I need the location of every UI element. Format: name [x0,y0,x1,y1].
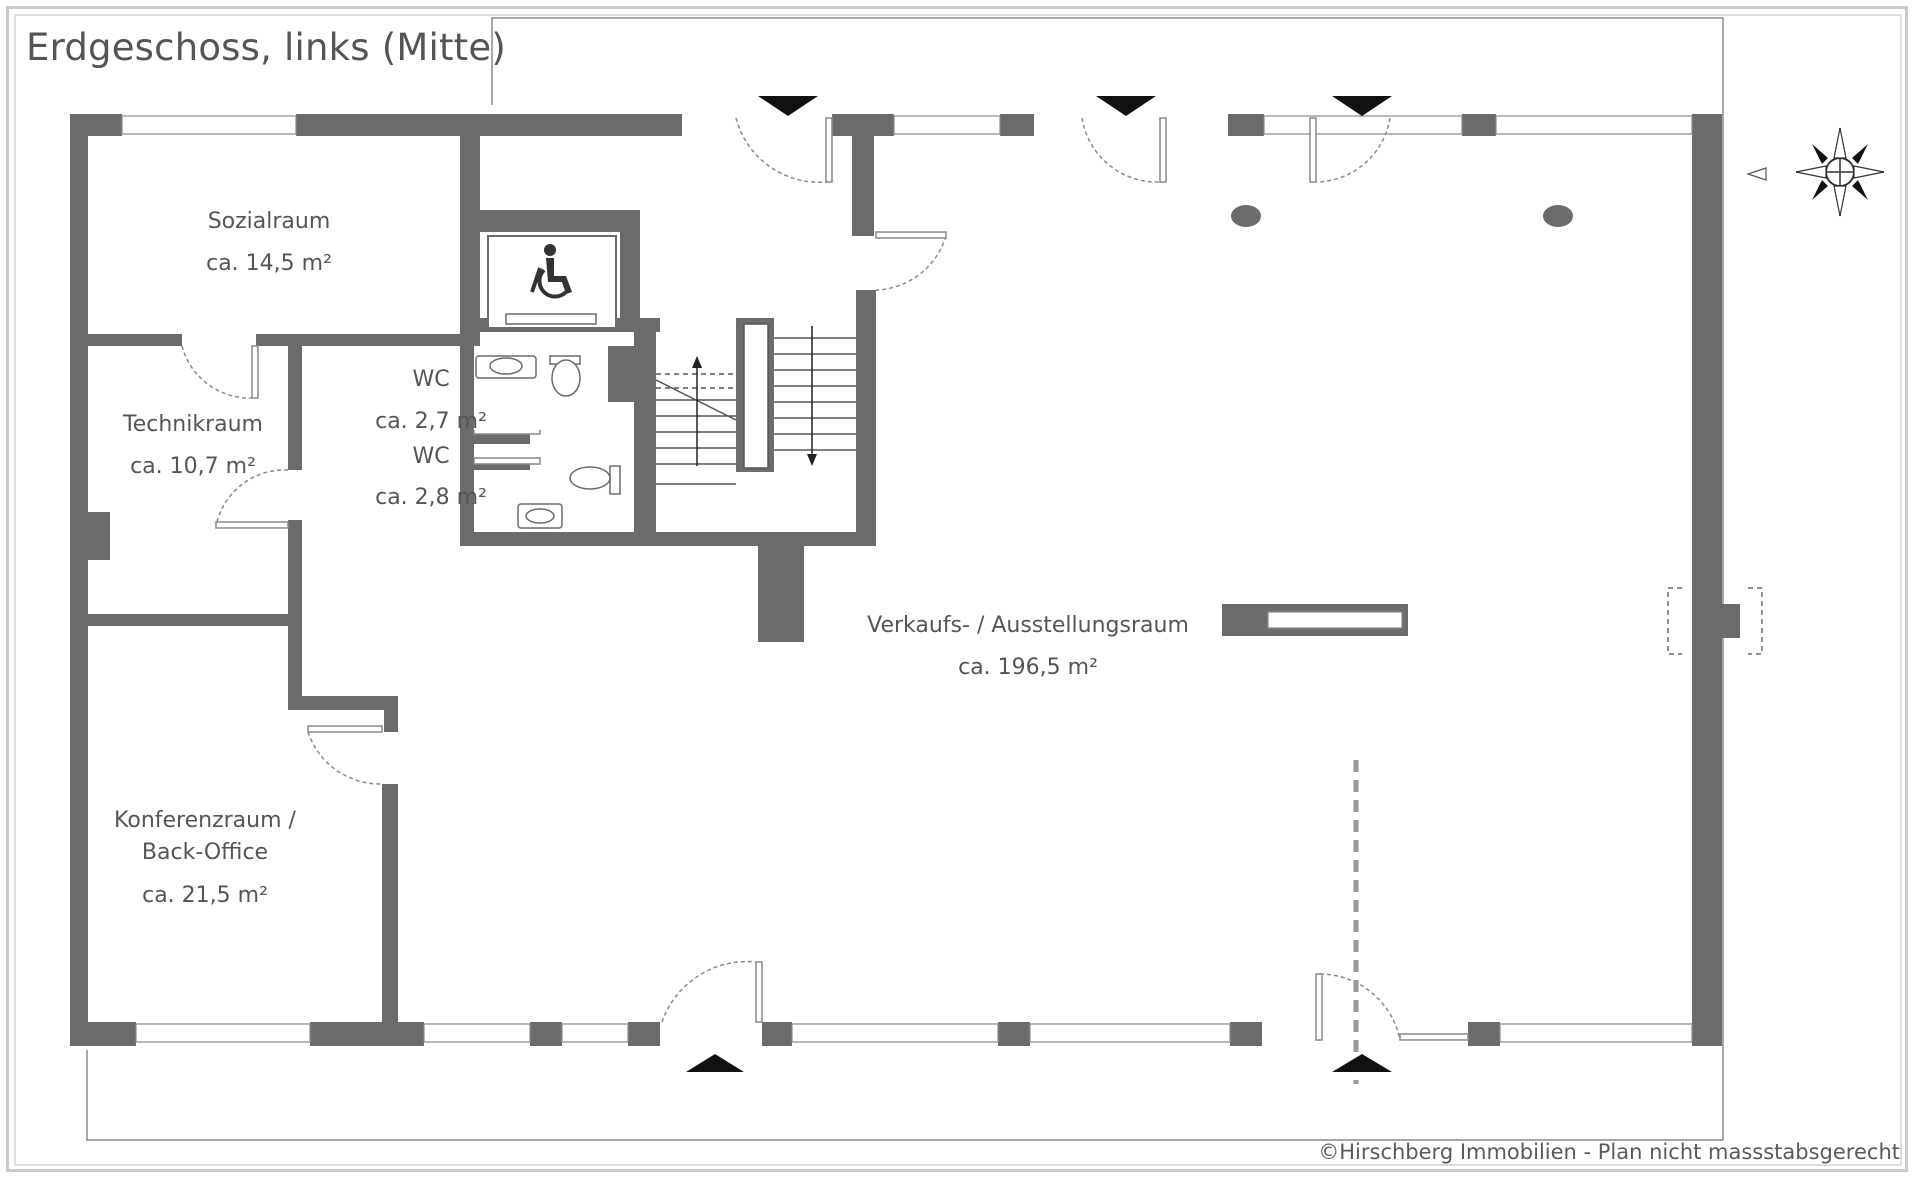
room-name-verkauf: Verkaufs- / Ausstellungsraum [867,613,1189,638]
staircase [655,323,856,532]
copyright-note: ©Hirschberg Immobilien - Plan nicht mass… [1318,1140,1900,1164]
room-area-sozialraum: ca. 14,5 m² [206,251,332,276]
doors [181,117,1469,1041]
room-name-sozialraum: Sozialraum [208,209,331,234]
columns [1231,205,1573,227]
compass-icon [1746,127,1885,217]
room-area-wc-2: ca. 2,8 m² [375,485,487,510]
room-name-technikraum: Technikraum [122,412,263,437]
room-name-konferenz-line1: Konferenzraum / [114,808,296,833]
windows [121,115,1693,1043]
plot-outline [86,17,1724,1141]
room-area-wc-1: ca. 2,7 m² [375,409,487,434]
room-name-wc-2: WC [412,444,449,469]
outer-frame [6,6,1908,1172]
room-area-verkauf: ca. 196,5 m² [958,655,1098,680]
column-bracket [1667,587,1763,655]
room-area-konferenz: ca. 21,5 m² [142,883,268,908]
inner-frame [14,14,1902,1166]
wheelchair-icon [530,244,572,299]
entrance-arrow-icon [686,96,1392,1072]
room-area-technikraum: ca. 10,7 m² [130,454,256,479]
room-name-wc-1: WC [412,367,449,392]
wc-fixtures [474,346,621,532]
room-name-konferenz-line2: Back-Office [142,840,268,865]
page-title: Erdgeschoss, links (Mitte) [26,26,506,69]
